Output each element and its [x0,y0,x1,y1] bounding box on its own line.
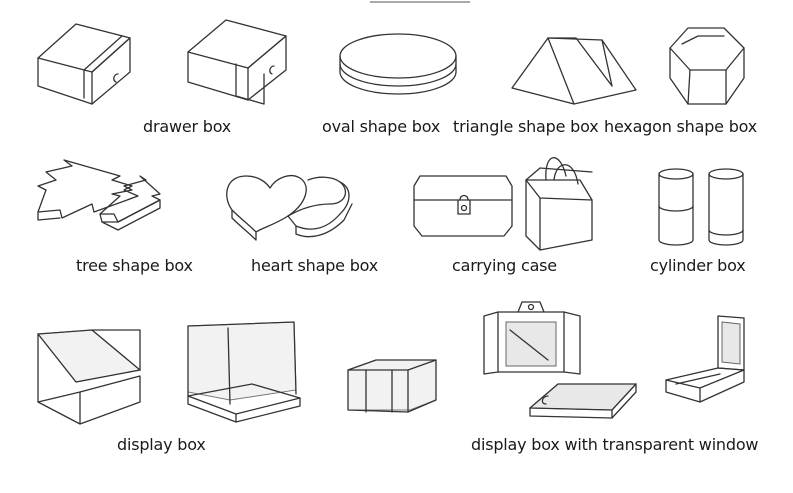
display-box-illustration-1 [37,329,142,425]
tree-box-illustration [37,159,161,231]
label-tree-shape-box: tree shape box [76,256,193,275]
cylinder-box-illustration-1 [658,168,694,246]
label-oval-shape-box: oval shape box [322,117,441,136]
drawer-box-illustration-2 [187,19,287,105]
label-triangle-shape-box: triangle shape box [453,117,599,136]
carrying-bag-illustration [525,157,593,251]
label-hexagon-shape-box: hexagon shape box [604,117,758,136]
carrying-case-illustration [413,175,513,237]
triangle-box-illustration [511,37,637,105]
label-carrying-case: carrying case [452,256,557,275]
label-display-box-with-transparent-window: display box with transparent window [471,435,759,454]
label-cylinder-box: cylinder box [650,256,746,275]
label-drawer-box: drawer box [143,117,232,136]
label-display-box: display box [117,435,206,454]
heart-box-illustration [226,174,353,241]
hexagon-box-illustration [669,27,745,105]
oval-box-illustration [339,33,457,95]
display-box-illustration-2 [187,321,301,423]
hanging-window-box-illustration [483,301,581,375]
label-heart-shape-box: heart shape box [251,256,379,275]
hinged-lid-box-illustration [665,315,745,403]
window-tray-illustration [528,383,638,419]
sleeve-box-illustration [347,359,437,413]
drawer-box-illustration-1 [37,23,131,105]
cylinder-box-illustration-2 [708,168,744,246]
